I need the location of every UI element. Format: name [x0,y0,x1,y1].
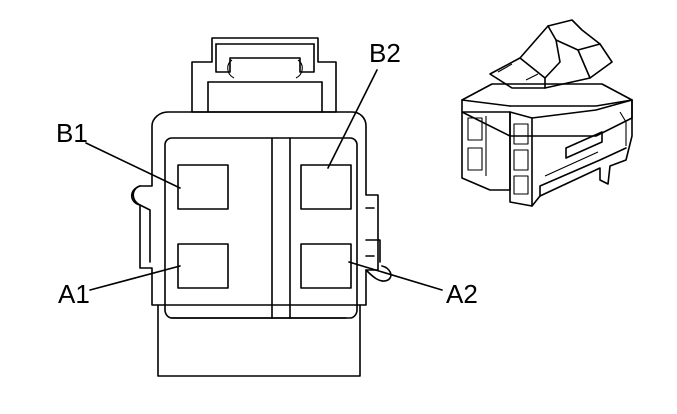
leader-a2 [348,261,443,291]
pin-label-a2: A2 [446,279,478,309]
pin-a1-cavity [177,243,229,289]
pin-label-b2: B2 [369,38,401,68]
connector-isometric-view [461,19,633,207]
pin-label-a1: A1 [58,279,90,309]
connector-face-view [130,37,392,377]
leader-b2 [327,69,378,169]
leader-b1 [85,142,181,189]
leader-lines [85,69,443,291]
pin-b2-cavity [300,164,352,210]
leader-a1 [89,265,181,291]
pin-a2-cavity [300,243,352,289]
pin-label-b1: B1 [56,118,88,148]
pin-labels: B1 B2 A1 A2 [56,38,478,309]
pin-b1-cavity [177,164,229,210]
